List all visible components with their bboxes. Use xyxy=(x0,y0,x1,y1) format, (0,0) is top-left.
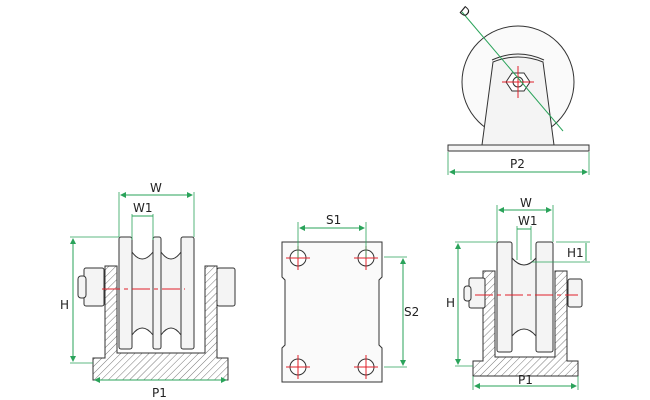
bracket-arm xyxy=(481,56,555,146)
base-plate xyxy=(447,144,590,152)
mounting-hole xyxy=(286,355,310,379)
nut-right xyxy=(216,267,236,307)
wheel-left-flange xyxy=(496,241,513,353)
wheel-right-flange xyxy=(535,241,554,353)
label-S1: S1 xyxy=(326,213,341,227)
label-H: H xyxy=(446,296,455,310)
nut-left xyxy=(83,267,105,307)
label-H: H xyxy=(60,298,69,312)
diameter-dimension-line xyxy=(461,11,564,132)
base-plate-outline xyxy=(281,241,383,383)
label-W: W xyxy=(150,181,162,195)
label-W: W xyxy=(520,196,532,210)
label-D: D xyxy=(457,3,473,20)
front-view-single-groove: W W1 H1 H P1 xyxy=(446,196,590,390)
label-W1: W1 xyxy=(133,201,153,215)
label-P2: P2 xyxy=(510,157,525,171)
wheel-left-flange xyxy=(118,236,133,350)
bracket-base xyxy=(92,265,229,381)
wheel-right-flange xyxy=(180,236,195,350)
label-P1: P1 xyxy=(518,373,533,387)
front-view-double-groove: W W1 H P1 xyxy=(60,181,236,400)
side-view: D P2 xyxy=(447,3,590,175)
label-S2: S2 xyxy=(404,305,419,319)
label-H1: H1 xyxy=(567,246,584,260)
label-W1: W1 xyxy=(518,214,538,228)
label-P1: P1 xyxy=(152,386,167,400)
nut-right xyxy=(567,278,583,308)
base-plate-top-view: S1 S2 xyxy=(281,213,419,383)
wheel-middle-flange xyxy=(152,236,162,350)
mounting-hole xyxy=(354,355,378,379)
